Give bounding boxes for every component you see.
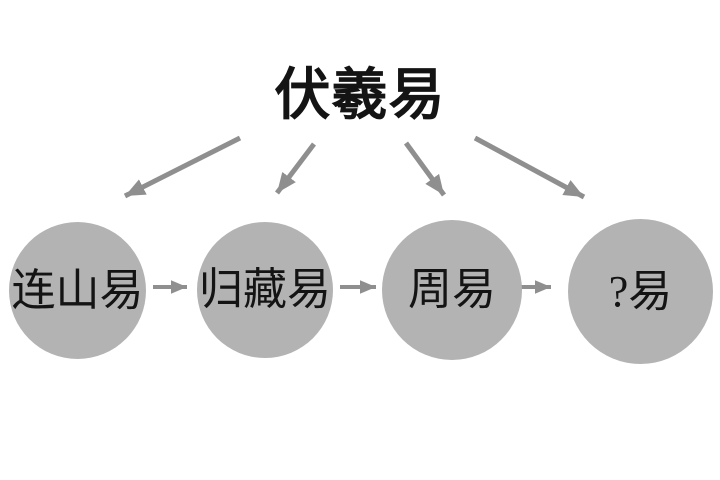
node-label-zhouyi: 周易	[408, 265, 496, 314]
arrow-fuxi-to-lianshan	[123, 135, 242, 199]
node-lianshan: 连山易	[9, 222, 146, 359]
arrow-fuxi-to-zhouyi	[403, 141, 447, 197]
arrow-fuxi-to-unknown	[473, 135, 586, 200]
diagram-title: 伏羲易	[274, 65, 446, 127]
node-label-lianshan: 连山易	[11, 265, 144, 315]
node-label-guicang: 归藏易	[199, 265, 331, 314]
node-label-unknown: ?易	[608, 266, 673, 316]
node-guicang: 归藏易	[197, 222, 333, 358]
arrow-fuxi-to-guicang	[275, 142, 316, 195]
node-unknown: ?易	[568, 219, 713, 364]
node-zhouyi: 周易	[382, 220, 522, 360]
